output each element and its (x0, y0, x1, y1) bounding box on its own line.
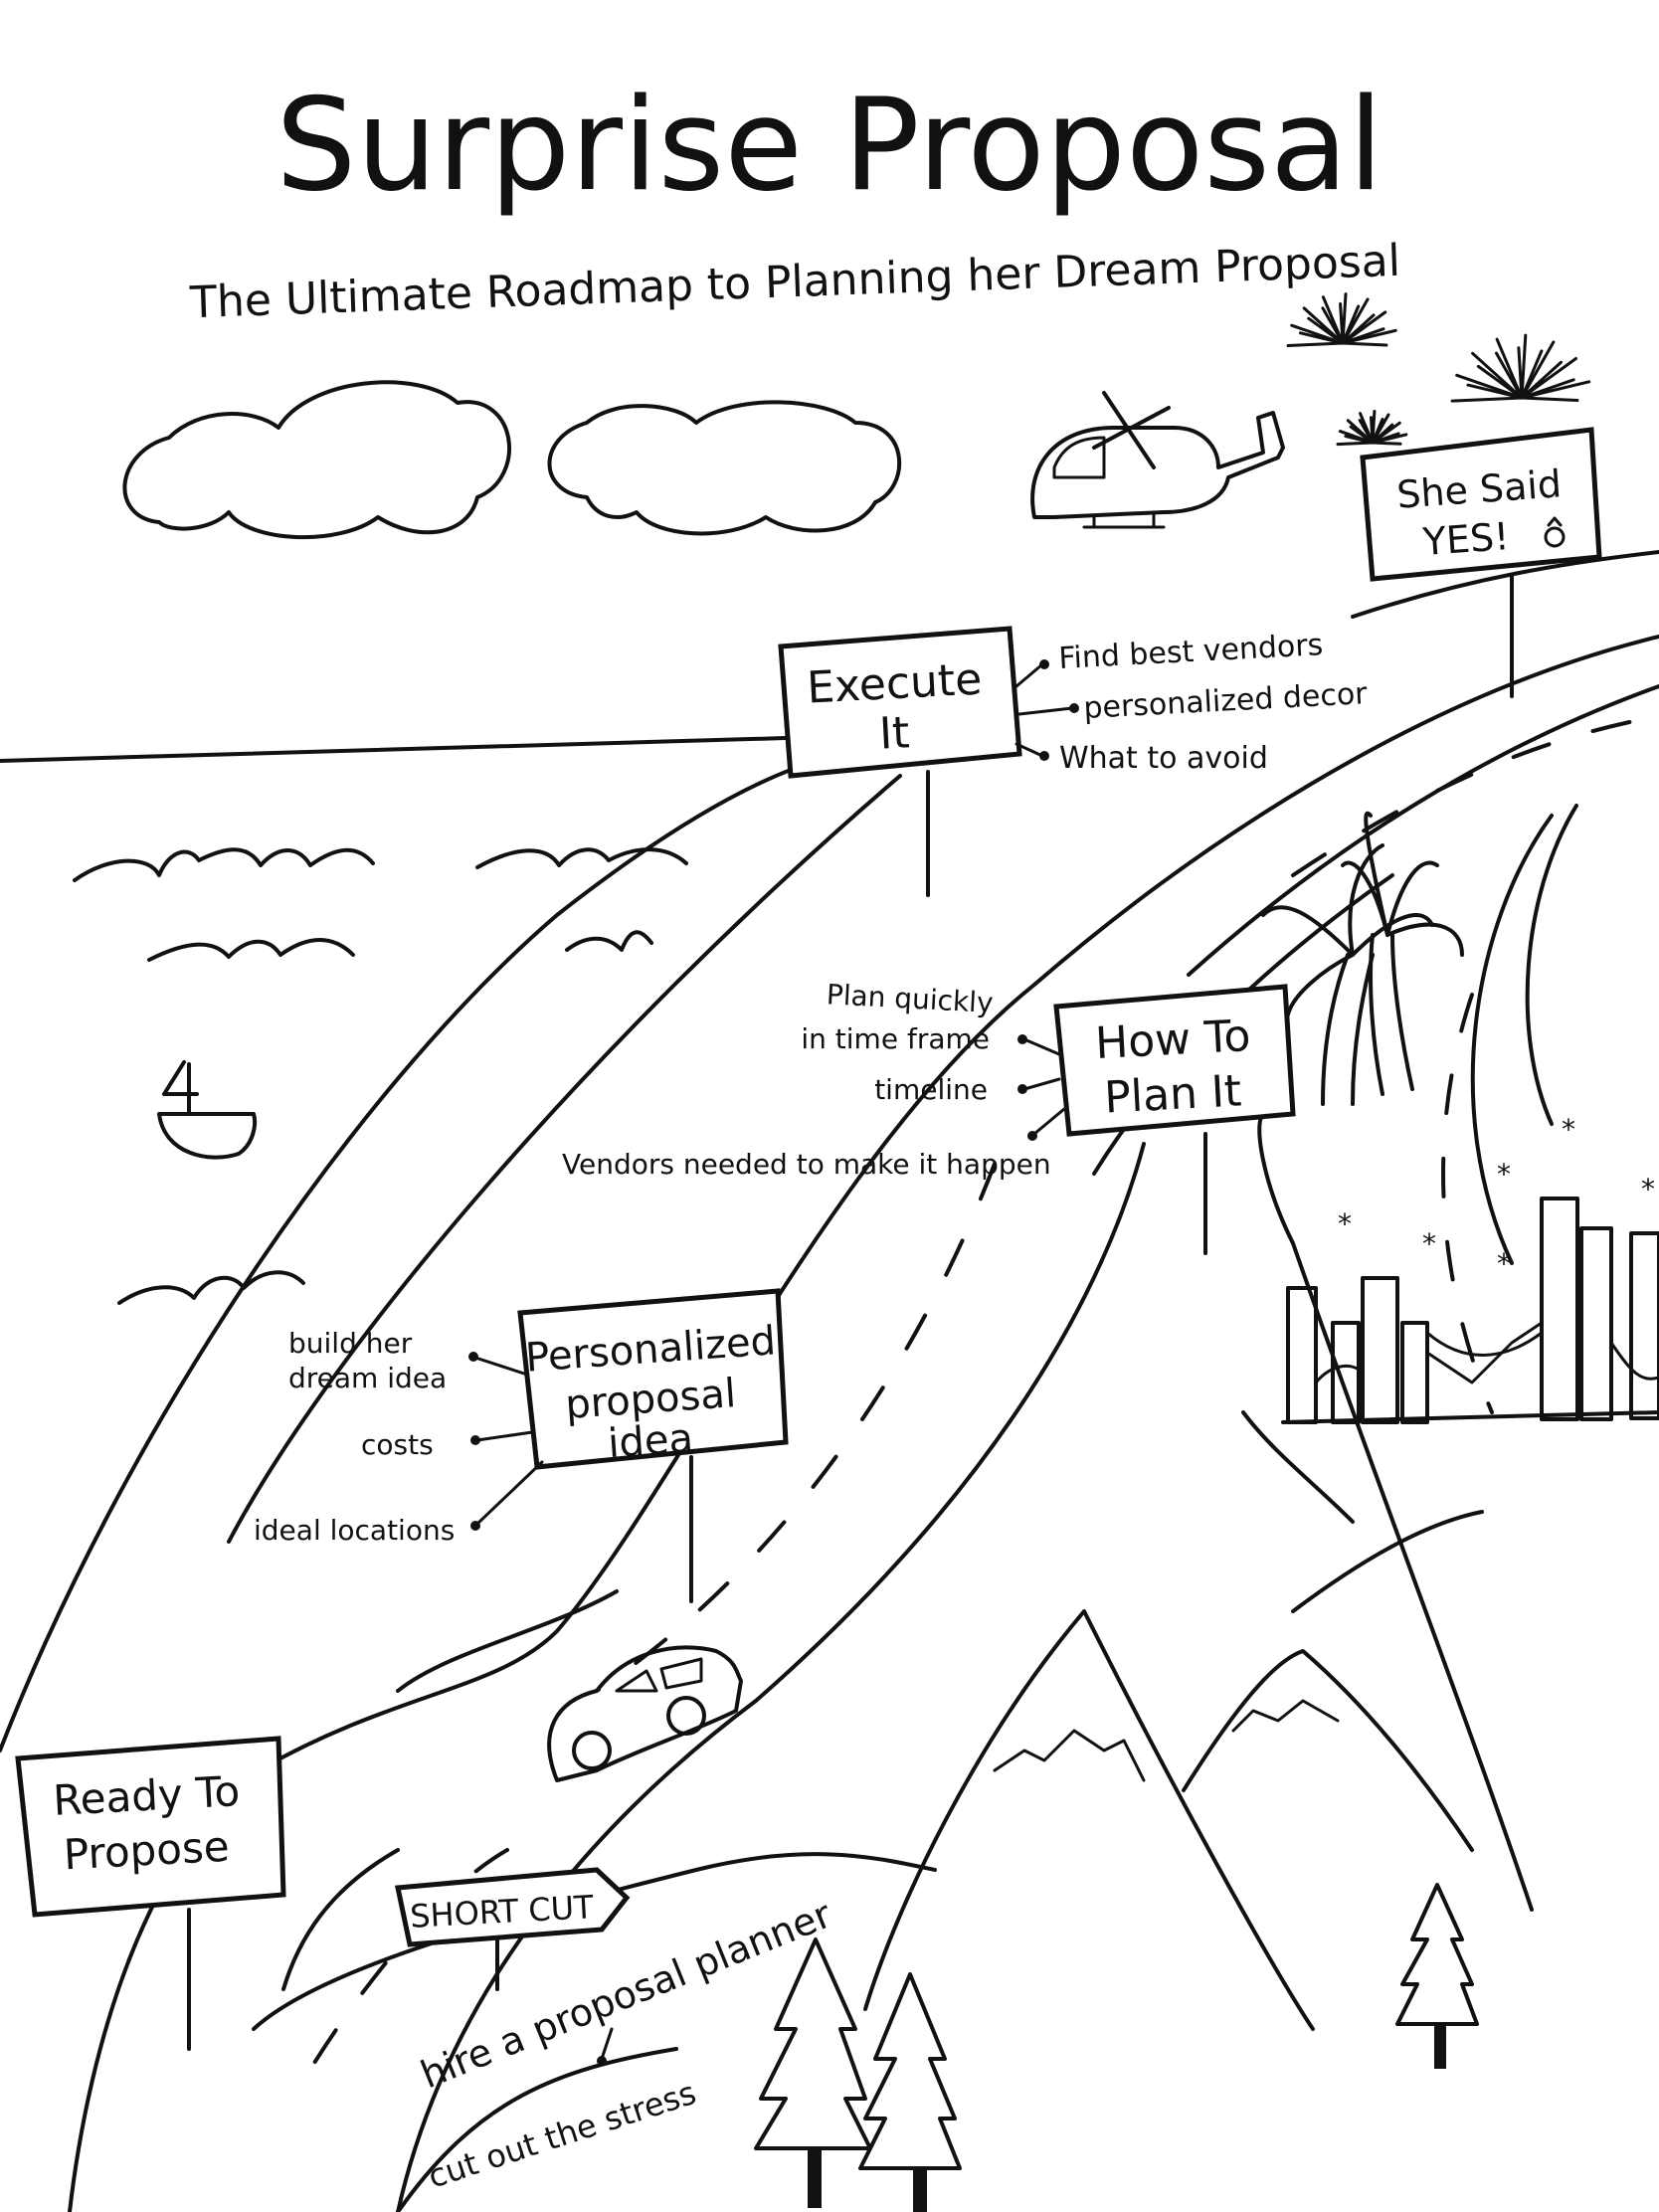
firework-ray (1520, 396, 1579, 402)
note-plan-quickly: Plan quickly (826, 978, 994, 1019)
firework-ray (1371, 413, 1390, 445)
firework-ray (1290, 323, 1345, 345)
firework-ray (1341, 297, 1370, 345)
firework-icon (1336, 410, 1408, 447)
sign-personalized-idea: Personalized proposal idea build her dre… (254, 1288, 789, 1603)
note-costs: costs (361, 1428, 434, 1461)
ring-icon (1544, 516, 1566, 548)
firework-ray (1341, 310, 1387, 345)
car-icon (547, 1645, 743, 1782)
sign-ready-line2: Propose (63, 1822, 231, 1880)
firework-ray (1495, 337, 1524, 400)
firework-ray (1346, 419, 1375, 445)
firework-ray (1471, 351, 1524, 400)
note-find-best-vendors: Find best vendors (1058, 628, 1324, 676)
horizon-line (0, 736, 788, 763)
sign-execute-it: Execute It Find best vendors personalize… (778, 626, 1369, 897)
pine-tree-icon (754, 1883, 1479, 2212)
sign-personalized-line3: idea (607, 1415, 695, 1467)
cloud-icon (122, 380, 511, 540)
page-subtitle: The Ultimate Roadmap to Planning her Dre… (188, 236, 1400, 328)
svg-text:*: * (1641, 1173, 1655, 1205)
firework-ray (1359, 412, 1375, 445)
sign-ready-to-propose: Ready To Propose (15, 1736, 286, 2051)
firework-ray (1450, 396, 1524, 403)
svg-text:*: * (1338, 1207, 1352, 1240)
page-title: Surprise Proposal (276, 72, 1383, 220)
note-vendors-needed: Vendors needed to make it happen (562, 1148, 1051, 1181)
firework-ray (1455, 373, 1524, 400)
firework-ray (1341, 328, 1397, 345)
sign-how-to-plan-it-line2: Plan It (1103, 1065, 1242, 1123)
star-icon: * * * * * * (1338, 1113, 1655, 1280)
sign-she-said-yes-line2: YES! (1420, 514, 1510, 564)
sailboat-icon (157, 1060, 258, 1160)
svg-text:*: * (1562, 1113, 1575, 1146)
helicopter-icon (1030, 391, 1285, 529)
cloud-icon (547, 400, 902, 536)
firework-ray (1341, 292, 1348, 345)
firework-icon (1450, 333, 1591, 403)
sign-execute-it-line1: Execute (806, 653, 983, 713)
sign-she-said-yes: She Said YES! (1360, 427, 1602, 698)
firework-ray (1341, 341, 1388, 347)
firework-ray (1371, 421, 1401, 445)
road (0, 550, 1659, 2212)
note-what-to-avoid: What to avoid (1059, 741, 1268, 776)
firework-ray (1371, 433, 1408, 445)
note-personalized-decor: personalized decor (1083, 676, 1369, 726)
firework-ray (1321, 295, 1345, 345)
svg-text:*: * (1497, 1247, 1511, 1280)
sign-how-to-plan-it: How To Plan It Plan quickly in time fram… (562, 978, 1296, 1255)
firework-ray (1286, 341, 1345, 347)
note-timeline: timeline (874, 1073, 988, 1106)
firework-ray (1520, 380, 1591, 400)
svg-text:*: * (1497, 1158, 1511, 1191)
note-in-time-frame: in time frame (801, 1022, 990, 1055)
city-skyline-icon (1281, 1197, 1659, 1424)
sign-ready-line1: Ready To (52, 1766, 241, 1825)
firework-ray (1336, 441, 1375, 447)
note-build-her: build her (288, 1327, 413, 1360)
mountain-icon (863, 1609, 1474, 2031)
firework-ray (1338, 430, 1375, 445)
firework-icon (1286, 292, 1397, 347)
sign-execute-it-line2: It (878, 707, 911, 760)
firework-ray (1302, 306, 1345, 345)
wave-icon (73, 847, 688, 1305)
firework-ray (1520, 340, 1556, 400)
firework-ray (1520, 357, 1577, 400)
firework-ray (1520, 333, 1528, 400)
palm-tree-icon (1261, 811, 1464, 1106)
note-dream-idea: dream idea (288, 1362, 447, 1394)
svg-text:*: * (1422, 1227, 1436, 1260)
sign-how-to-plan-it-line1: How To (1094, 1011, 1252, 1069)
note-ideal-locations: ideal locations (254, 1514, 455, 1547)
firework-ray (1371, 410, 1377, 445)
firework-ray (1371, 441, 1402, 446)
